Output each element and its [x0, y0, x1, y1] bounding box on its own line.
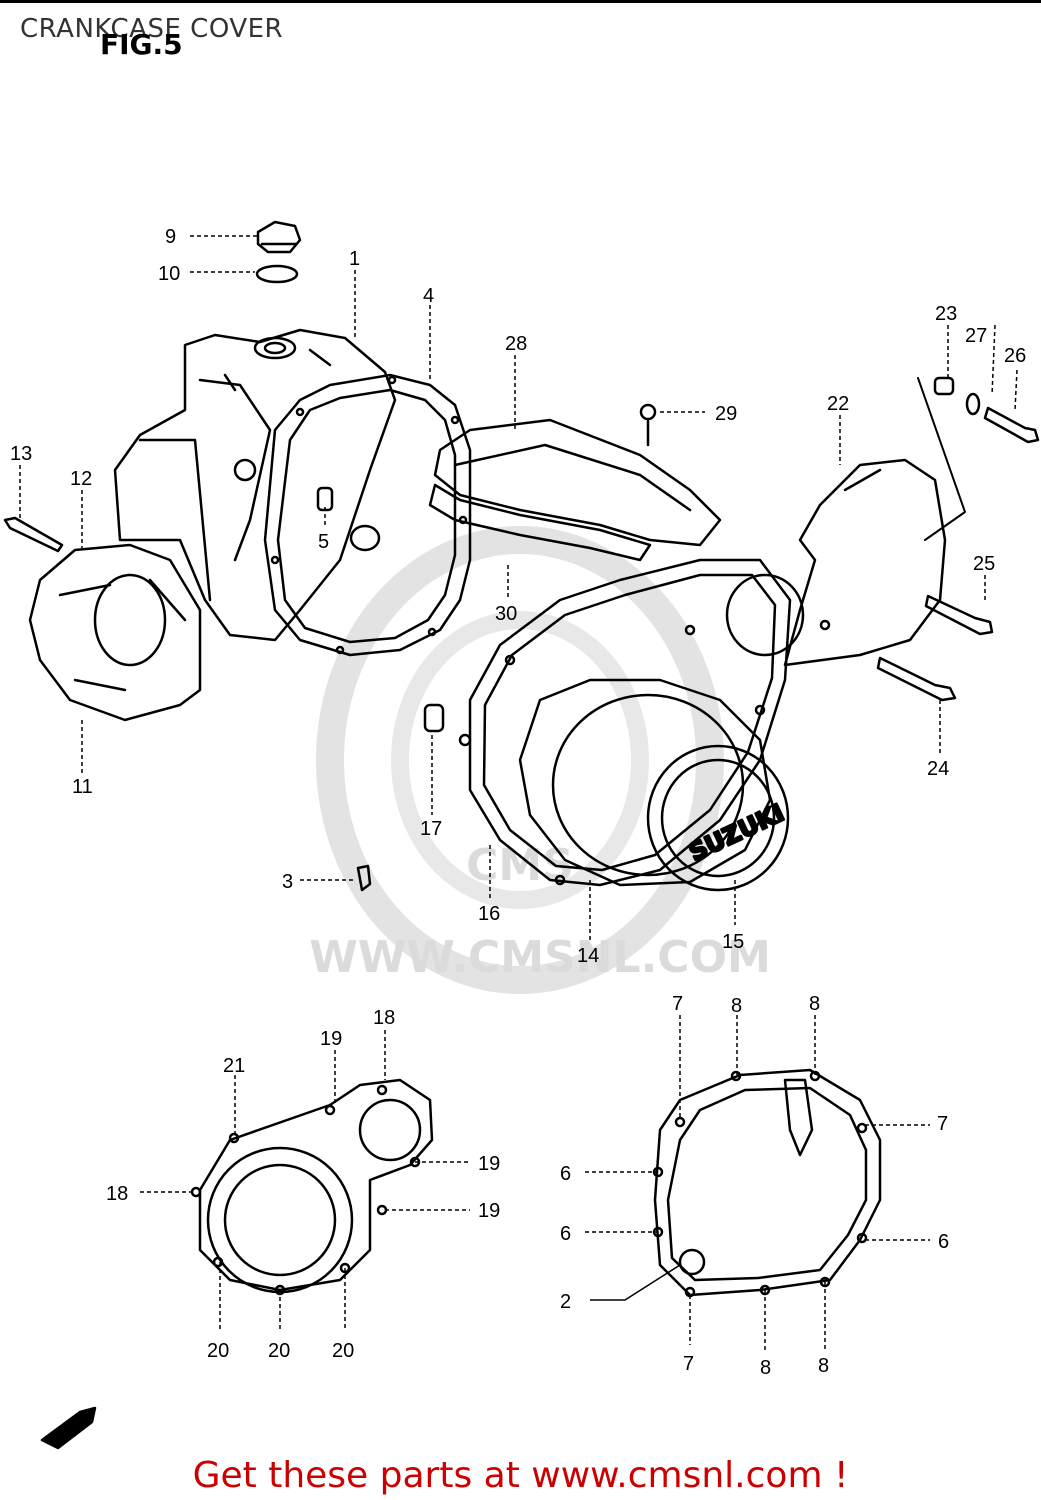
chain-case-cover-28 — [433, 418, 722, 547]
callout-3: 3 — [282, 871, 293, 893]
callout-28: 28 — [505, 333, 527, 355]
inner-cover-right — [652, 1068, 882, 1298]
callout-11: 11 — [72, 776, 93, 798]
footer-parts-link[interactable]: Get these parts at www.cmsnl.com ! — [192, 1455, 849, 1496]
inner-cover-21 — [190, 1078, 434, 1296]
callout-16: 16 — [478, 903, 500, 925]
screw-29 — [639, 403, 657, 447]
bolt-24 — [876, 656, 957, 702]
callout-18-left: 18 — [106, 1183, 128, 1205]
callout-7-bottom: 7 — [683, 1353, 694, 1375]
callout-8-bottom-b: 8 — [818, 1355, 829, 1377]
leader-lines — [19, 235, 1018, 1350]
callout-19-low: 19 — [478, 1200, 500, 1222]
callout-5: 5 — [318, 531, 329, 553]
callout-25: 25 — [973, 553, 995, 575]
callout-10: 10 — [158, 263, 180, 285]
callout-8-top-a: 8 — [731, 995, 742, 1017]
callout-15: 15 — [722, 931, 744, 953]
cap-15 — [646, 744, 790, 892]
washer-27 — [965, 392, 981, 416]
clutch-cover-gasket-16 — [458, 558, 792, 887]
callout-21: 21 — [223, 1055, 245, 1077]
page-title: CRANKCASE COVER — [20, 14, 284, 44]
bolt-26 — [983, 406, 1040, 444]
callout-6-a: 6 — [560, 1163, 571, 1185]
callout-27: 27 — [965, 325, 987, 347]
magneto-cover-14 — [518, 678, 772, 887]
inspection-cap — [725, 573, 805, 657]
front-arrow-icon — [40, 1406, 97, 1450]
callout-9: 9 — [165, 226, 176, 248]
callout-20-b: 20 — [268, 1340, 290, 1362]
bolt-13 — [3, 516, 64, 553]
crankcase-housing — [113, 328, 397, 642]
o-ring-10 — [255, 264, 299, 284]
collar-23 — [933, 376, 955, 396]
callout-29: 29 — [715, 403, 737, 425]
dowel-17 — [423, 703, 445, 733]
callout-30: 30 — [495, 603, 517, 625]
callout-19-top: 19 — [320, 1028, 342, 1050]
sprocket-cover-22 — [783, 458, 947, 667]
callout-19-mid: 19 — [478, 1153, 500, 1175]
top-rule — [0, 0, 1041, 3]
callout-7-top: 7 — [672, 993, 683, 1015]
callout-23: 23 — [935, 303, 957, 325]
bolt-25 — [924, 594, 994, 636]
watermark-url: WWW.CMSNL.COM — [309, 932, 771, 983]
oil-filler-cap — [256, 220, 302, 254]
callout-18-top: 18 — [373, 1007, 395, 1029]
callout-1: 1 — [349, 248, 360, 270]
gasket-30 — [428, 483, 652, 562]
callout-20-a: 20 — [207, 1340, 229, 1362]
callout-24: 24 — [927, 758, 949, 780]
callout-26: 26 — [1004, 345, 1026, 367]
callout-bracket — [917, 377, 966, 541]
callout-14: 14 — [577, 945, 599, 967]
callout-17: 17 — [420, 818, 442, 840]
callout-8-bottom-a: 8 — [760, 1357, 771, 1379]
callout-12: 12 — [70, 468, 92, 490]
figure-label: FIG.5 — [100, 28, 183, 61]
leader-line-2 — [590, 1264, 681, 1301]
callout-22: 22 — [827, 393, 849, 415]
callout-20-c: 20 — [332, 1340, 354, 1362]
watermark-logo-core — [391, 611, 649, 909]
callout-6-right: 6 — [938, 1231, 949, 1253]
callout-8-top-b: 8 — [809, 993, 820, 1015]
callout-7-right: 7 — [937, 1113, 948, 1135]
callouts: 9 10 1 4 28 29 23 27 26 22 13 12 5 30 25… — [10, 226, 1026, 1379]
callout-4: 4 — [423, 285, 434, 307]
callout-13: 13 — [10, 443, 32, 465]
left-cover-12 — [28, 543, 202, 722]
plug-3 — [356, 864, 372, 892]
callout-2: 2 — [560, 1291, 571, 1313]
callout-6-b: 6 — [560, 1223, 571, 1245]
